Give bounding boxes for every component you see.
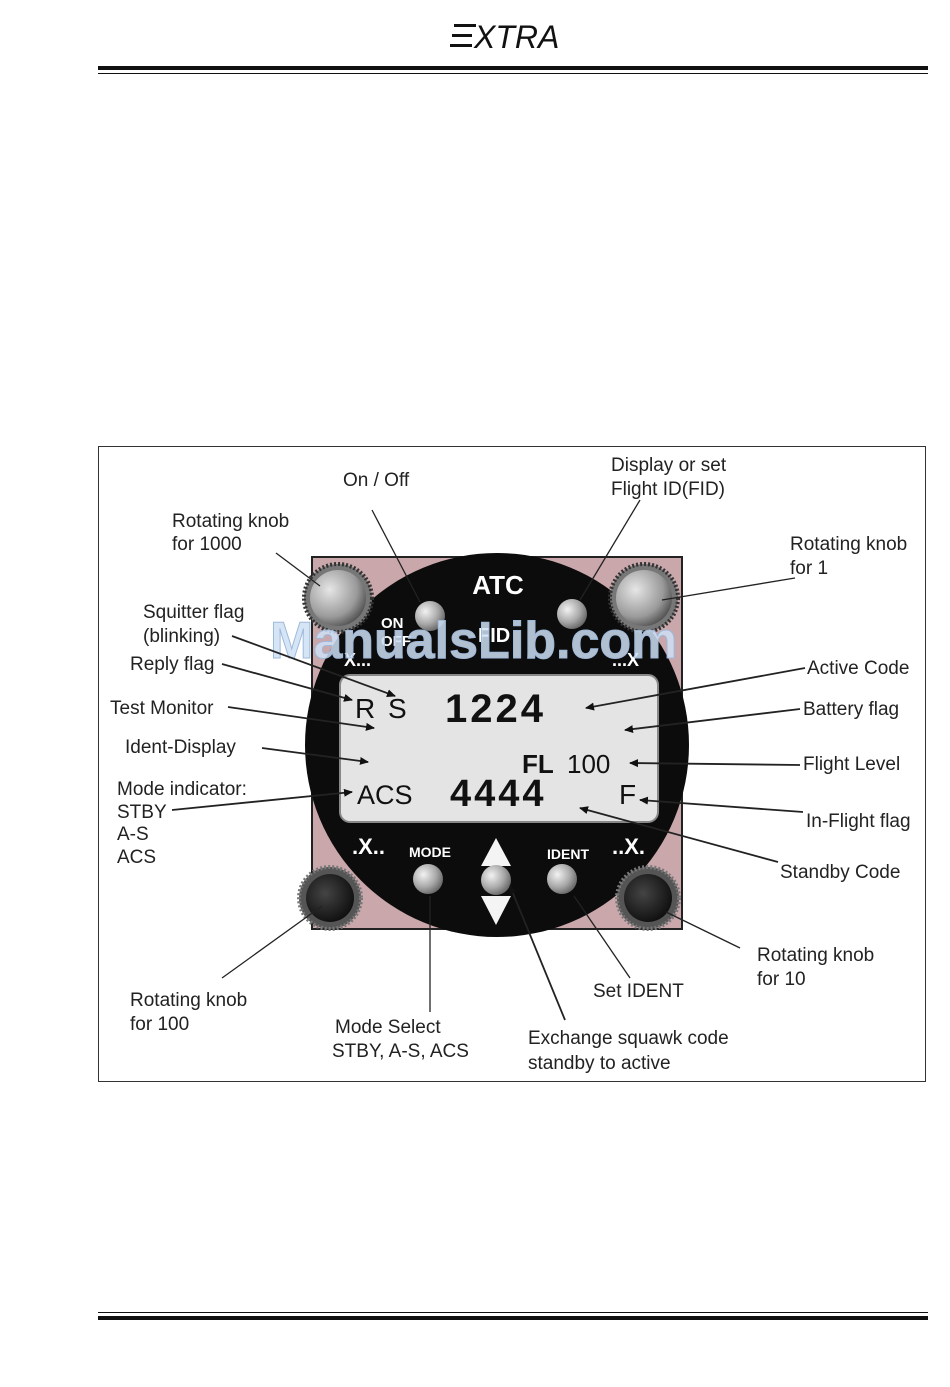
label-active-code: Active Code [807,658,909,679]
label-reply-flag: Reply flag [130,654,215,675]
label-knob-1-line1: Rotating knob [790,534,907,555]
leader-mode-indicator [171,788,353,811]
logo-e-mark [450,24,476,47]
label-flight-level: Flight Level [803,754,900,775]
label-standby-code: Standby Code [780,862,900,883]
label-knob-1000-line2: for 1000 [172,534,242,555]
leader-active-code [585,667,806,711]
lcd-display [339,674,659,823]
reply-flag: R [355,693,375,724]
label-knob-100-line1: Rotating knob [130,990,247,1011]
label-knob-10-line2: for 10 [757,969,806,990]
leader-knob-1 [661,577,796,601]
label-knob-100-line2: for 100 [130,1014,189,1035]
mode-button[interactable] [413,864,443,894]
standby-code-display: 4444 [450,773,547,815]
label-squitter-line2: (blinking) [143,626,220,647]
figure-frame [98,446,926,1082]
header-rule-thin [98,73,928,74]
label-mode-indicator-line2: STBY [117,802,167,823]
label-mode-indicator-line1: Mode indicator: [117,779,247,800]
ident-button-label: IDENT [547,846,589,862]
label-exchange-line1: Exchange squawk code [528,1028,729,1049]
label-mode-indicator-line4: ACS [117,847,156,868]
label-in-flight-flag: In-Flight flag [806,811,911,832]
label-battery-flag: Battery flag [803,699,899,720]
label-knob-1000-line1: Rotating knob [172,511,289,532]
label-knob-10-line1: Rotating knob [757,945,874,966]
knob-1-mark: ...X [612,650,639,670]
label-fid-line1: Display or set [611,455,727,476]
knob-100[interactable] [297,865,363,931]
label-knob-1-line2: for 1 [790,558,828,579]
squitter-flag: S [388,693,407,724]
flight-level-display: 100 [567,749,610,779]
extra-logo: XTRA [450,19,559,55]
footer-rule-thick [98,1316,928,1320]
manualslib-watermark: ManualsLib.com [270,612,677,670]
leader-test-monitor [227,706,375,731]
knob-1000[interactable] [302,562,374,634]
knob-10-mark: ..X. [612,834,645,859]
knob-10[interactable] [615,865,681,931]
leader-battery-flag [624,708,801,734]
leader-squitter [231,635,396,697]
leader-knob-10 [665,911,741,949]
label-on-off: On / Off [343,470,410,491]
leader-in-flight-flag [639,796,804,813]
leader-flight-level [629,759,801,768]
knob-1[interactable] [608,562,680,634]
leader-knob-100 [221,905,323,979]
label-mode-select-line2: STBY, A-S, ACS [332,1041,469,1062]
exchange-button[interactable] [481,838,511,925]
label-exchange-line2: standby to active [528,1053,671,1074]
on-off-button[interactable] [415,601,445,631]
header-rule-thick [98,66,928,70]
label-mode-indicator-line3: A-S [117,824,149,845]
mode-display: ACS [357,780,413,810]
flight-level-prefix: FL [522,749,554,779]
leader-on-off [371,509,421,603]
leader-standby-code [579,806,779,863]
in-flight-flag: F [619,779,636,810]
leader-set-ident [573,895,631,979]
mode-button-label: MODE [409,844,451,860]
fid-label: FID [478,625,510,647]
knob-100-mark: .X.. [352,834,385,859]
label-ident-display: Ident-Display [125,737,236,758]
off-label: OFF [381,633,411,650]
active-code-display: 1224 [445,687,546,731]
logo-text: XTRA [473,19,559,55]
label-squitter-line1: Squitter flag [143,602,244,623]
label-mode-select-line1: Mode Select [335,1017,441,1038]
knob-1000-mark: X... [344,650,371,670]
leader-ident-display [261,747,369,765]
leader-knob-1000 [275,552,321,587]
label-test-monitor: Test Monitor [110,698,214,719]
device-title: ATC [472,570,524,600]
footer-rule-thin [98,1312,928,1313]
label-set-ident: Set IDENT [593,981,684,1002]
on-label: ON [381,615,404,632]
label-fid-line2: Flight ID(FID) [611,479,725,500]
fid-button[interactable] [557,599,587,629]
leader-reply-flag [221,663,353,702]
leader-exchange [509,885,566,1021]
leader-fid [579,499,641,601]
ident-button[interactable] [547,864,577,894]
